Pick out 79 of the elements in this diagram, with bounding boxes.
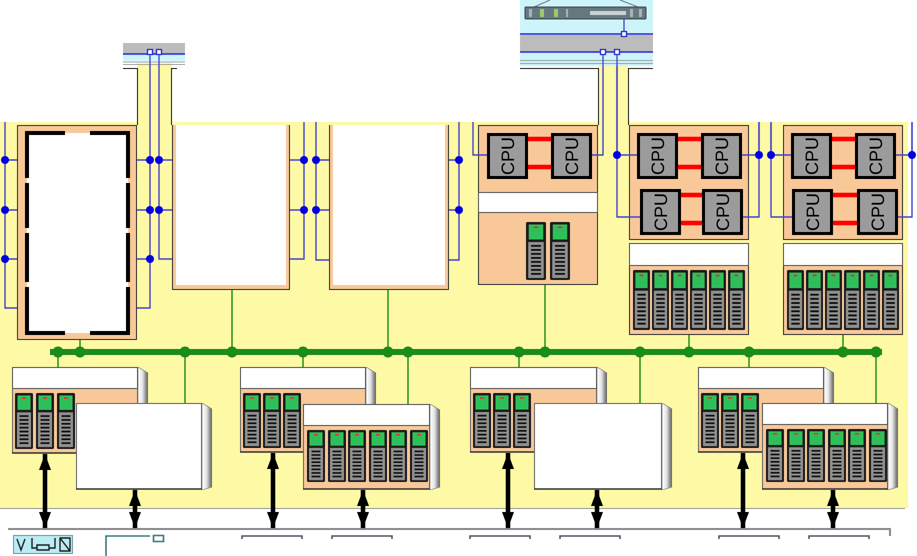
connector-line (472, 122, 487, 156)
connector-line (315, 121, 330, 261)
cpu-block (792, 189, 833, 235)
connector-line (4, 121, 18, 309)
cpu-block (640, 189, 681, 235)
cpu-label: CPU (714, 193, 732, 231)
double-arrow (267, 453, 279, 528)
connector-line (226, 290, 238, 358)
cpu-block (701, 133, 742, 179)
connector-line (448, 121, 460, 261)
cpu-label: CPU (712, 137, 730, 175)
connector-line (678, 136, 701, 142)
io-chassis (303, 404, 440, 490)
connector-line (898, 122, 913, 218)
connector-line (616, 66, 640, 218)
double-arrow (357, 490, 369, 528)
connector-line (634, 346, 646, 403)
blank-chassis (534, 403, 672, 490)
connector-line (52, 346, 64, 367)
cpu-block (855, 133, 896, 179)
connector-line (832, 136, 855, 142)
blank-module (172, 125, 290, 290)
connector-line (870, 346, 882, 403)
double-arrow (39, 454, 51, 528)
connector-line (74, 340, 86, 358)
connector-line (540, 285, 550, 358)
double-arrow (737, 453, 749, 528)
connector-line (744, 346, 754, 367)
connector-line (158, 64, 173, 260)
cpu-block (637, 133, 678, 179)
connector-line (743, 122, 760, 218)
blank-chassis (76, 403, 212, 490)
cpu-label: CPU (802, 137, 820, 175)
cpu-block (857, 189, 898, 235)
double-arrow (827, 490, 839, 528)
connector-line (402, 346, 414, 404)
connector-line (681, 220, 702, 226)
network-switch (123, 43, 185, 65)
double-arrow (591, 490, 603, 528)
controller-module (478, 125, 598, 285)
connector-line (528, 164, 551, 170)
cpu-label: CPU (562, 137, 580, 175)
connector-line (833, 220, 857, 226)
cpu-block (551, 133, 592, 179)
cpu-block (487, 133, 528, 179)
connector-line (681, 192, 702, 198)
connector-line (838, 335, 848, 358)
cpu-module (629, 125, 749, 240)
cpu-label: CPU (652, 193, 670, 231)
blank-module (329, 125, 449, 290)
double-arrow (129, 490, 141, 528)
connector-line (684, 335, 694, 358)
cpu-label: CPU (648, 137, 666, 175)
cpu-block (791, 133, 832, 179)
connector-line (592, 66, 604, 156)
field-bus-line (8, 528, 891, 536)
io-module (629, 243, 749, 335)
io-module (783, 243, 903, 335)
cpu-label: CPU (804, 193, 822, 231)
connector-line (832, 164, 855, 170)
connector-line (382, 290, 394, 358)
server-rack-panel (520, 0, 653, 66)
connector-line (833, 192, 857, 198)
double-arrow (502, 453, 514, 528)
cpu-module (783, 125, 903, 240)
io-chassis (762, 403, 898, 490)
connector-line (289, 121, 305, 260)
connector-line (180, 346, 190, 403)
connector-line (298, 346, 308, 367)
connector-line (514, 346, 524, 367)
cpu-label: CPU (498, 137, 516, 175)
connector-line (678, 164, 701, 170)
connector-line (528, 136, 551, 142)
connector-line (770, 122, 792, 218)
connector-line (136, 64, 151, 309)
cpu-label: CPU (866, 137, 884, 175)
cpu-label: CPU (868, 193, 886, 231)
cpu-block (702, 189, 743, 235)
blank-module (17, 125, 137, 340)
